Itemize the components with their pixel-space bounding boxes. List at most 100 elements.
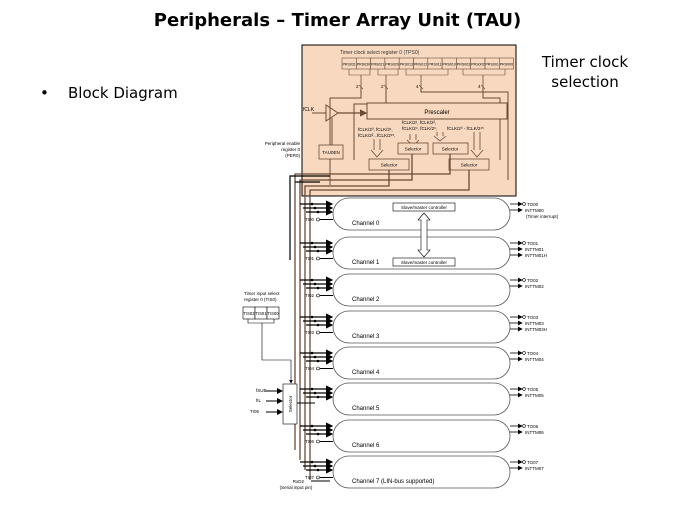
clk-group-b-line-1: fCLK/2¹, fCLK/2², <box>402 120 436 125</box>
tps-bit-group-bracket <box>462 69 506 76</box>
channel-output-label: TO06 <box>527 424 539 429</box>
bullet-item: • Block Diagram <box>40 84 178 102</box>
slave-master-label-0: Slave/master controller <box>401 205 448 210</box>
tps-bit-label: PRS000 <box>500 63 513 67</box>
channel-input-pin-label: TI07 <box>305 475 315 480</box>
tps-bit-group-bracket <box>405 69 449 76</box>
channel-label: Channel 7 (LIN-bus supported) <box>352 479 434 485</box>
bullet-text: Block Diagram <box>68 84 178 102</box>
channel-7: Channel 7 (LIN-bus supported) TI07 TO07INT… <box>300 455 544 489</box>
clk-group-b-line-2: fCLK/2⁴, fCLK/2⁶, <box>402 126 437 131</box>
tis-bit-label: TIS00 <box>267 311 279 316</box>
channel-input-pin-label: TI03 <box>305 330 315 335</box>
pin-icon <box>316 330 320 335</box>
channel-output-label: TO03 <box>527 315 539 320</box>
channel-output-label: INTTM03 <box>525 321 544 326</box>
bus-width-label: 4 <box>416 84 419 89</box>
tis-label-line-1: Timer input select <box>244 291 280 296</box>
pin-icon <box>522 202 526 206</box>
channel-label: Channel 4 <box>352 370 380 376</box>
side-note-line-2: selection <box>551 73 619 91</box>
pin-icon <box>522 351 526 355</box>
channel-output-label: (Timer interrupt) <box>526 214 559 219</box>
double-arrow-icon <box>417 212 431 258</box>
tis-bit-cell <box>266 306 280 320</box>
channel-input-pin-label: TI04 <box>305 366 315 371</box>
tps-bit-group-bracket <box>348 69 371 76</box>
channel-output-label: INTTM05 <box>525 393 544 398</box>
tps-bit-label: PRS003 <box>457 63 470 67</box>
prescaler-block <box>366 102 508 120</box>
tis-label-line-2: register 0 (TIS0) <box>244 297 277 302</box>
bus-width-label: 4 <box>478 84 481 89</box>
channel-output-label: INTTM06 <box>525 430 544 435</box>
pin-icon <box>316 256 320 261</box>
channel-input-pin-label: TI06 <box>305 439 315 444</box>
selector-block-1 <box>397 142 429 155</box>
tps-bit-label: PRS010 <box>443 63 456 67</box>
pin-icon <box>522 278 526 282</box>
serial-input-note: (Serial input pin) <box>280 485 313 490</box>
clk-group-a-line-1: fCLK/2⁰, fCLK/2¹, <box>358 127 393 132</box>
fclk-label: fCLK <box>303 107 315 113</box>
tps-bit-group-bracket <box>377 69 399 76</box>
slave-master-controller-0 <box>392 202 456 212</box>
channel-output-label: INTTM01 <box>525 247 544 252</box>
channel-label: Channel 0 <box>352 221 380 227</box>
channel-input-pin-label: TI01 <box>305 256 315 261</box>
per0-label-line-1: Peripheral enable <box>265 141 301 146</box>
tps-bit-label: PRS001 <box>485 63 498 67</box>
side-note-line-1: Timer clock <box>541 53 629 71</box>
channel-output-label: TO02 <box>527 278 539 283</box>
tps-bit-label: PRS012 <box>414 63 427 67</box>
pin-icon <box>316 366 320 371</box>
pin-icon <box>316 293 320 298</box>
channel-output-label: TO01 <box>527 241 539 246</box>
channel-output-label: TO00 <box>527 202 539 207</box>
bus-width-label: 2 <box>381 84 384 89</box>
channel-input-pin-label: TI00 <box>305 217 315 222</box>
clock-selection-region <box>301 44 517 197</box>
channel-output-label: INTTM02 <box>525 284 544 289</box>
pin-icon <box>522 424 526 428</box>
channel-output-label: INTTM07 <box>525 466 544 471</box>
channel-output-label: INTTM04 <box>525 357 544 362</box>
pin-icon <box>316 217 320 222</box>
tau0en-bit <box>318 144 344 160</box>
clk-group-a-line-2: fCLK/2²...fCLK/2¹⁵, <box>358 133 395 138</box>
channel-input-pin-label: TI02 <box>305 293 315 298</box>
tps-bit-label: PRS021 <box>371 63 384 67</box>
channel-output-label: TO07 <box>527 460 539 465</box>
tps-bit-label: PRS002 <box>471 63 484 67</box>
channel-output-label: INTTM00 <box>525 208 544 213</box>
tps-bit-label: PRS013 <box>400 63 413 67</box>
per0-label-line-3: (PER0) <box>285 153 300 158</box>
tau0en-label: TAU0EN <box>322 150 339 155</box>
channel-output-label: TO05 <box>527 387 539 392</box>
tps-bit-label: PRS011 <box>428 63 441 67</box>
per0-label-line-2: register 0 <box>281 147 300 152</box>
channel-label: Channel 3 <box>352 334 380 340</box>
selector-input-fil: fIL <box>256 398 262 403</box>
pin-icon <box>316 439 320 444</box>
channel-label: Channel 1 <box>352 260 380 266</box>
channel-output-label: TO04 <box>527 351 539 356</box>
slide-title: Peripherals – Timer Array Unit (TAU) <box>153 10 522 31</box>
bus-width-label: 2 <box>356 84 359 89</box>
clock-buffer-icon <box>325 104 339 122</box>
clk-group-c: fCLK/2⁰ - fCLK/2¹⁵ <box>447 126 484 131</box>
tps-bit-label: PRS031 <box>342 63 355 67</box>
bullet-marker: • <box>40 84 49 102</box>
selector-label-3: Selector <box>381 163 398 168</box>
slave-master-controller-1 <box>392 257 456 267</box>
input-selector-block <box>282 383 298 425</box>
tis-bit-label: TIS01 <box>255 311 267 316</box>
timer-clock-selection-note: Timer clock selection <box>535 52 635 92</box>
